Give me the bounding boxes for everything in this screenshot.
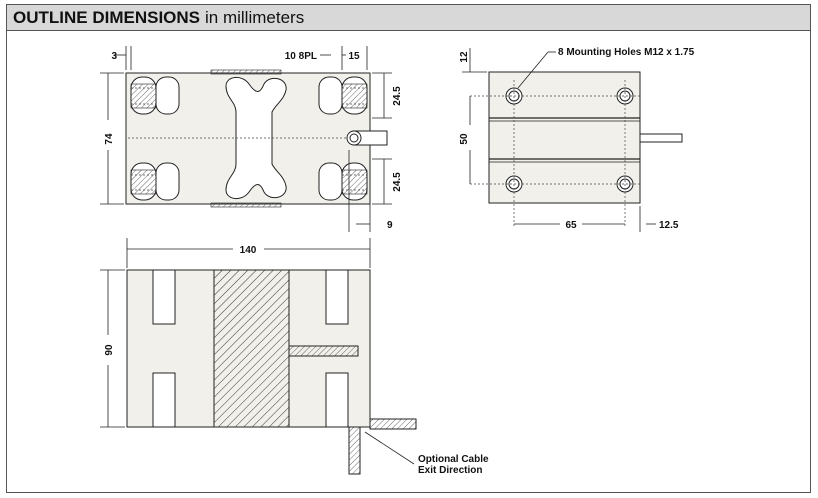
inner-slot-top-left — [155, 76, 180, 115]
inner-slot-bottom-right — [318, 162, 343, 201]
side-cables — [348, 418, 417, 475]
dim-hole-callout: 10 8PL — [285, 51, 317, 62]
top-dim-lines — [100, 46, 392, 232]
side-slot-top-left — [152, 269, 176, 325]
side-cable-horizontal — [369, 418, 417, 430]
end-dim-offset-label: 12.5 — [659, 220, 679, 231]
top-view: 3 10 8PL 15 74 24.5 24.5 9 — [100, 46, 403, 232]
title-text: OUTLINE DIMENSIONS — [13, 8, 201, 27]
dim-lower-label: 24.5 — [392, 172, 403, 192]
cable-exit-label-line1: Optional Cable — [418, 454, 489, 465]
thread-band-left-bottom — [130, 169, 157, 195]
hole-center-lines — [470, 80, 640, 228]
side-slot-top-right — [325, 269, 349, 325]
inner-slot-bottom-left — [155, 162, 180, 201]
unit-note: in millimeters — [205, 8, 305, 27]
inner-slot-top-right — [318, 76, 343, 115]
side-cable-channel — [288, 345, 359, 357]
end-view: 12 50 65 12.5 8 Mounting Holes M12 x 1.7… — [459, 47, 695, 232]
cable-gland-inner — [349, 133, 359, 143]
dim-cable-label: 9 — [387, 220, 393, 231]
side-dim-height-label: 90 — [104, 344, 115, 356]
side-view: 140 90 Optional Cable Exit Direction — [100, 238, 489, 476]
side-hatched-section — [213, 269, 290, 428]
mounting-holes-label: 8 Mounting Holes M12 x 1.75 — [558, 47, 695, 58]
thread-band-right-bottom — [341, 169, 368, 195]
strip-top — [210, 69, 282, 75]
dim-slot-label: 15 — [348, 51, 360, 62]
side-slot-bottom-left — [152, 372, 176, 428]
thread-band-right-top — [341, 83, 368, 109]
dim-height-label: 74 — [104, 133, 115, 145]
side-slot-bottom-right — [325, 372, 349, 428]
end-dim-height-label: 50 — [459, 133, 470, 145]
side-dim-lines — [100, 238, 415, 465]
strip-bottom — [210, 202, 282, 208]
side-cable-vertical — [348, 426, 361, 475]
side-dim-length-label: 140 — [240, 245, 257, 256]
end-dim-top-label: 12 — [459, 51, 470, 63]
thread-band-left-top — [130, 83, 157, 109]
end-dim-lines — [462, 48, 656, 232]
cable-exit-label-line2: Exit Direction — [418, 465, 482, 476]
dim-upper-label: 24.5 — [392, 86, 403, 106]
end-dim-spacing-label: 65 — [565, 220, 577, 231]
end-cable — [639, 133, 683, 143]
dim-edge-label: 3 — [111, 51, 117, 62]
